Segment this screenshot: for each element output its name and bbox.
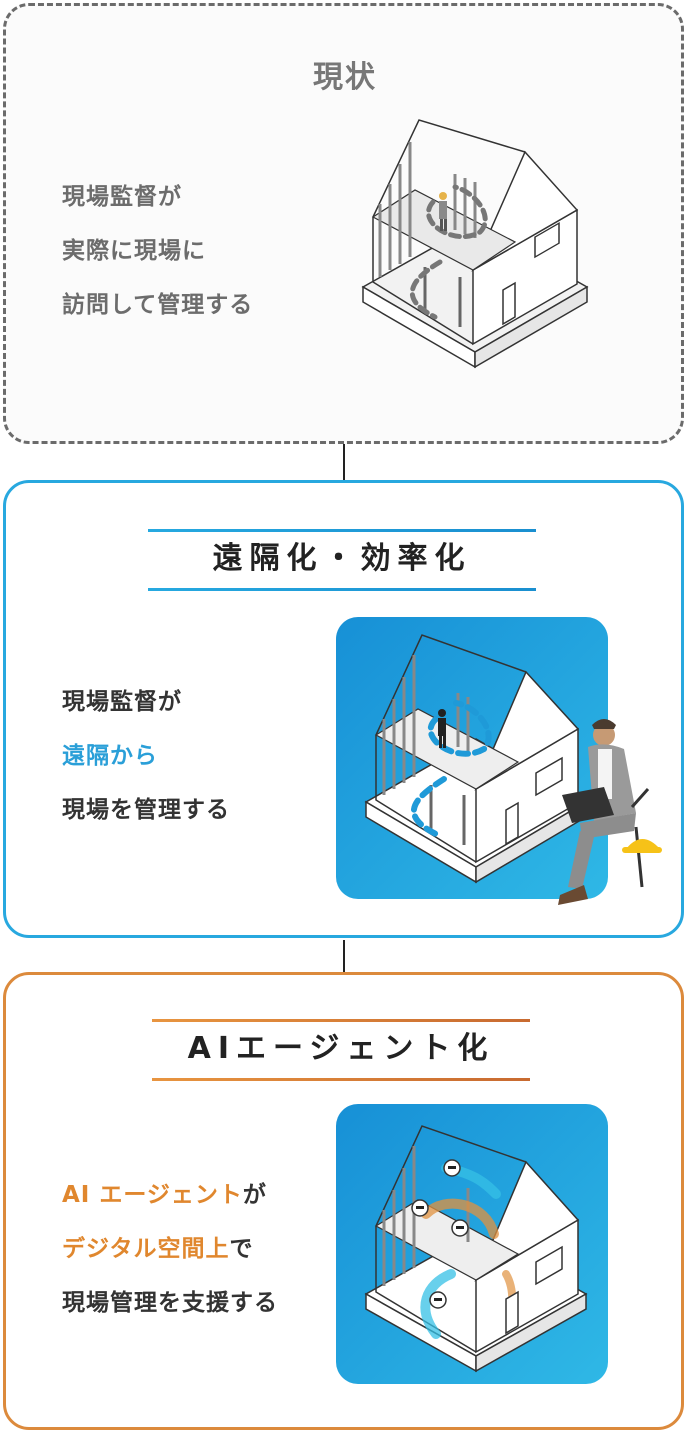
agent-line-2-rest: で bbox=[229, 1236, 254, 1262]
current-line-3: 訪問して管理する bbox=[62, 292, 254, 318]
current-state-description: 現場監督が 実際に現場に 訪問して管理する bbox=[62, 170, 253, 332]
remote-line-2: 遠隔から bbox=[62, 743, 158, 769]
current-state-title: 現状 bbox=[313, 60, 377, 95]
agent-line-1: AI エージェントが bbox=[62, 1168, 278, 1222]
agent-line-2: デジタル空間上で bbox=[62, 1222, 278, 1276]
house-digital-drawing bbox=[364, 1125, 588, 1373]
agent-line-2-highlight: デジタル空間上 bbox=[62, 1236, 230, 1262]
ai-agent-description: AI エージェントが デジタル空間上で 現場管理を支援する bbox=[62, 1168, 278, 1330]
remote-heading: 遠隔化・効率化 bbox=[148, 529, 536, 591]
heading-rule-bottom bbox=[152, 1078, 530, 1081]
ai-agent-title: AIエージェント化 bbox=[187, 1031, 495, 1066]
remote-line-1: 現場監督が bbox=[62, 689, 182, 715]
heading-rule-top bbox=[148, 529, 536, 532]
agent-line-1-highlight: AI エージェント bbox=[62, 1182, 243, 1208]
current-line-1: 現場監督が bbox=[62, 184, 182, 210]
heading-rule-bottom bbox=[148, 588, 536, 591]
agent-line-1-rest: が bbox=[242, 1182, 267, 1208]
remote-management-illustration bbox=[336, 617, 666, 917]
house-remote-drawing bbox=[364, 634, 662, 905]
ai-agent-heading: AIエージェント化 bbox=[152, 1019, 530, 1081]
ai-agent-illustration bbox=[336, 1104, 611, 1384]
house-onsite-illustration bbox=[361, 119, 589, 369]
remote-description: 現場監督が 遠隔から 現場を管理する bbox=[62, 675, 230, 837]
remote-title: 遠隔化・効率化 bbox=[212, 541, 472, 576]
remote-line-3: 現場を管理する bbox=[62, 797, 230, 823]
heading-rule-top bbox=[152, 1019, 530, 1022]
current-line-2: 実際に現場に bbox=[62, 238, 206, 264]
agent-line-3: 現場管理を支援する bbox=[62, 1290, 278, 1316]
